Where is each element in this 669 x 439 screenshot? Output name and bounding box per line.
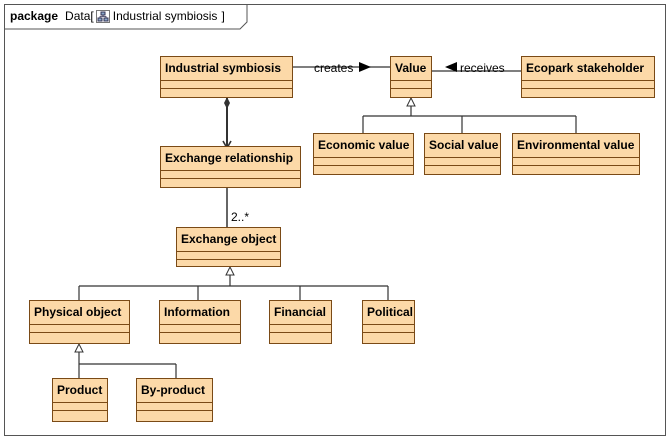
attributes-compartment	[161, 171, 300, 179]
operations-compartment	[363, 333, 414, 340]
class-physical-object[interactable]: Physical object	[29, 300, 133, 347]
multiplicity-label: 2..*	[231, 210, 250, 224]
operations-compartment	[160, 333, 240, 340]
class-information[interactable]: Information	[159, 300, 244, 347]
class-by-product[interactable]: By-product	[136, 378, 216, 425]
class-name: Exchange relationship	[161, 147, 300, 171]
attributes-compartment	[270, 325, 331, 333]
class-name: Value	[391, 57, 431, 81]
attributes-compartment	[513, 158, 639, 166]
class-name: Social value	[425, 134, 500, 158]
generalization-triangle-icon	[74, 342, 84, 353]
operations-compartment	[53, 411, 107, 418]
frame-keyword: package	[10, 9, 59, 23]
class-financial[interactable]: Financial	[269, 300, 335, 347]
frame-tab-border	[4, 4, 248, 30]
class-diagram-icon	[95, 9, 110, 23]
attributes-compartment	[160, 325, 240, 333]
operations-compartment	[177, 260, 280, 267]
attributes-compartment	[314, 158, 413, 166]
class-exchange-object[interactable]: Exchange object	[176, 227, 284, 270]
package-name: Data	[65, 9, 91, 23]
class-industrial-symbiosis[interactable]: Industrial symbiosis	[160, 56, 296, 101]
generalization-triangle-icon	[406, 96, 416, 107]
operations-compartment	[270, 333, 331, 340]
creates-label: creates	[314, 61, 354, 75]
class-name: Exchange object	[177, 228, 280, 252]
operations-compartment	[391, 89, 431, 96]
operations-compartment	[137, 411, 212, 418]
class-name: Product	[53, 379, 107, 403]
class-social-value[interactable]: Social value	[424, 133, 504, 178]
attributes-compartment	[137, 403, 212, 411]
operations-compartment	[30, 333, 129, 340]
operations-compartment	[161, 179, 300, 186]
class-name: Financial	[270, 301, 331, 325]
generalization-triangle-icon	[225, 265, 235, 276]
close-bracket: ]	[221, 9, 225, 23]
diagram-name: Industrial symbiosis	[112, 9, 218, 23]
attributes-compartment	[53, 403, 107, 411]
attributes-compartment	[177, 252, 280, 260]
class-economic-value[interactable]: Economic value	[313, 133, 417, 178]
attributes-compartment	[161, 81, 292, 89]
attributes-compartment	[30, 325, 129, 333]
class-product[interactable]: Product	[52, 378, 111, 425]
receives-label: receives	[460, 61, 505, 75]
class-name: Physical object	[30, 301, 129, 325]
class-environmental-value[interactable]: Environmental value	[512, 133, 643, 178]
class-value[interactable]: Value	[390, 56, 435, 101]
open-bracket: [	[90, 9, 94, 23]
operations-compartment	[522, 89, 654, 96]
class-name: Economic value	[314, 134, 413, 158]
attributes-compartment	[425, 158, 500, 166]
operations-compartment	[161, 89, 292, 96]
operations-compartment	[314, 166, 413, 173]
class-ecopark-stakeholder[interactable]: Ecopark stakeholder	[521, 56, 658, 101]
class-exchange-relationship[interactable]: Exchange relationship	[160, 146, 304, 191]
triangle-left-icon	[445, 62, 457, 72]
attributes-compartment	[522, 81, 654, 89]
class-name: Ecopark stakeholder	[522, 57, 654, 81]
attributes-compartment	[363, 325, 414, 333]
class-name: Information	[160, 301, 240, 325]
operations-compartment	[425, 166, 500, 173]
attributes-compartment	[391, 81, 431, 89]
class-name: Political	[363, 301, 414, 325]
composition-diamond-icon	[224, 97, 230, 109]
class-name: Environmental value	[513, 134, 639, 158]
triangle-right-icon	[359, 62, 371, 72]
class-name: By-product	[137, 379, 212, 403]
class-political[interactable]: Political	[362, 300, 418, 347]
class-name: Industrial symbiosis	[161, 57, 292, 81]
operations-compartment	[513, 166, 639, 173]
